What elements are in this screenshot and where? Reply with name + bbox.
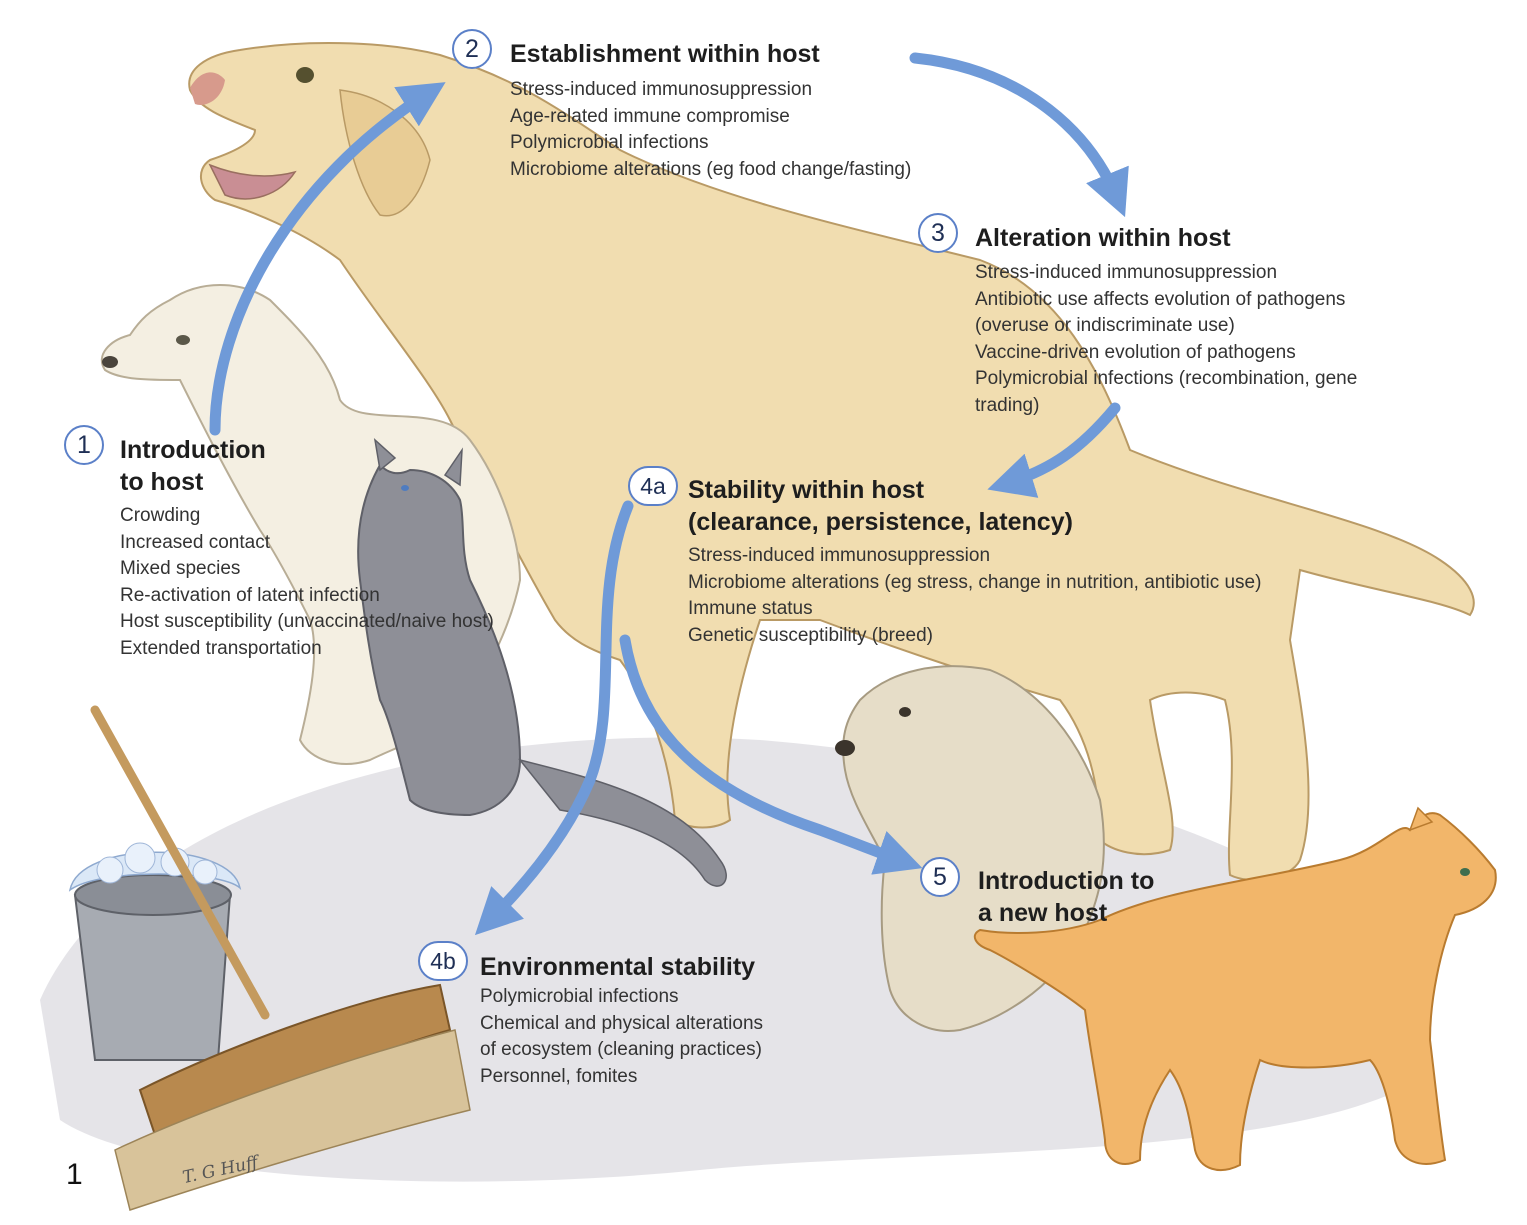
stage-5-title-line-2: a new host	[978, 897, 1107, 929]
stage-4a-factor: Immune status	[688, 596, 1261, 623]
stage-4a-factor: Genetic susceptibility (breed)	[688, 623, 1261, 650]
stage-4a-title-line-1: Stability within host	[688, 474, 924, 506]
stage-4a-badge: 4a	[628, 466, 678, 506]
stage-2-title: Establishment within host	[510, 38, 820, 70]
stage-3-factor: Polymicrobial infections (recombination,…	[975, 366, 1357, 393]
stage-4b-factor: of ecosystem (cleaning practices)	[480, 1037, 763, 1064]
stage-3-factor: Vaccine-driven evolution of pathogens	[975, 340, 1357, 367]
stage-4b-factor: Chemical and physical alterations	[480, 1011, 763, 1038]
stage-1-factor: Crowding	[120, 503, 494, 530]
stage-3-factor: Antibiotic use affects evolution of path…	[975, 287, 1357, 314]
stage-3-factor: Stress-induced immunosuppression	[975, 260, 1357, 287]
stage-4b-factor: Polymicrobial infections	[480, 984, 763, 1011]
stage-2-factor: Microbiome alterations (eg food change/f…	[510, 157, 911, 184]
stage-1-title-line-1: Introduction	[120, 434, 266, 466]
stage-3-factor: (overuse or indiscriminate use)	[975, 313, 1357, 340]
stage-4a-factor: Stress-induced immunosuppression	[688, 543, 1261, 570]
stage-1-title-line-2: to host	[120, 466, 203, 498]
stage-1-badge: 1	[64, 425, 104, 465]
stage-1-factor: Host susceptibility (unvaccinated/naive …	[120, 609, 494, 636]
stage-1-factor: Re-activation of latent infection	[120, 583, 494, 610]
stage-4b-badge: 4b	[418, 941, 468, 981]
stage-4a-title-line-2: (clearance, persistence, latency)	[688, 506, 1073, 538]
stage-3-title: Alteration within host	[975, 222, 1231, 254]
stage-4b-title: Environmental stability	[480, 951, 755, 983]
stage-2-factors: Stress-induced immunosuppression Age-rel…	[510, 77, 911, 183]
stage-2-factor: Stress-induced immunosuppression	[510, 77, 911, 104]
stage-4b-factor: Personnel, fomites	[480, 1064, 763, 1091]
stage-4b-factors: Polymicrobial infections Chemical and ph…	[480, 984, 763, 1090]
stage-4a-factor: Microbiome alterations (eg stress, chang…	[688, 570, 1261, 597]
stage-1-factor: Extended transportation	[120, 636, 494, 663]
bucket-illustration	[70, 843, 240, 1060]
stage-1-factor: Mixed species	[120, 556, 494, 583]
stage-2-factor: Age-related immune compromise	[510, 104, 911, 131]
stage-1-factors: Crowding Increased contact Mixed species…	[120, 503, 494, 662]
stage-5-badge: 5	[920, 857, 960, 897]
stage-3-factor: trading)	[975, 393, 1357, 420]
stage-2-badge: 2	[452, 29, 492, 69]
figure-number: 1	[66, 1158, 83, 1192]
stage-3-badge: 3	[918, 213, 958, 253]
stage-5-title-line-1: Introduction to	[978, 865, 1154, 897]
stage-2-factor: Polymicrobial infections	[510, 130, 911, 157]
stage-4a-factors: Stress-induced immunosuppression Microbi…	[688, 543, 1261, 649]
stage-1-factor: Increased contact	[120, 530, 494, 557]
arrow-2-to-3	[915, 58, 1118, 200]
stage-3-factors: Stress-induced immunosuppression Antibio…	[975, 260, 1357, 419]
